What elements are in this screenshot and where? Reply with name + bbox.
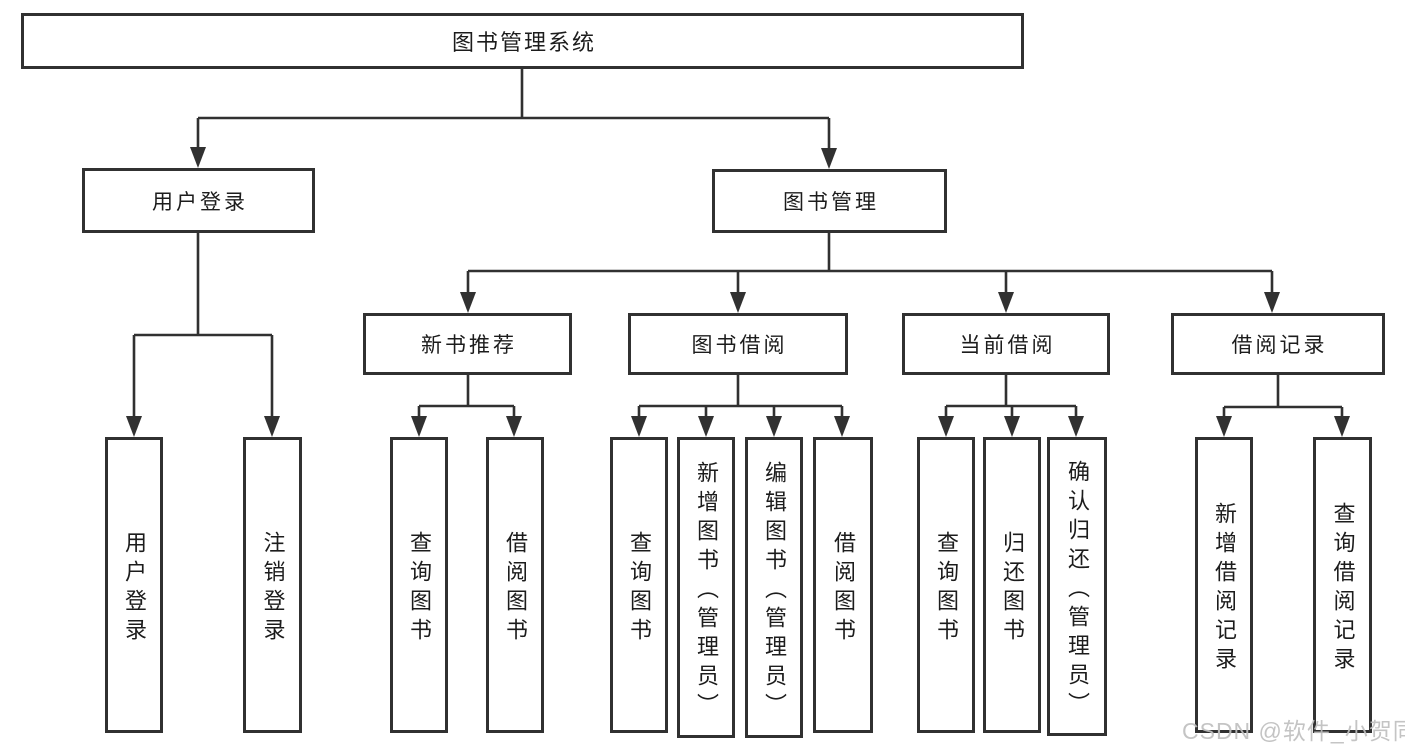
leaf-add-book-admin: 新增图书（管理员） [677, 437, 735, 738]
leaf-edit-book-admin: 编辑图书（管理员） [745, 437, 803, 738]
leaf-query-books-current: 查询图书 [917, 437, 975, 733]
leaf-confirm-return-admin: 确认归还（管理员） [1047, 437, 1107, 736]
leaf-query-books-recommend: 查询图书 [390, 437, 448, 733]
node-new-book-recommendation: 新书推荐 [363, 313, 572, 375]
node-book-management: 图书管理 [712, 169, 947, 233]
watermark: CSDN @软件_小贺同学 [1182, 718, 1405, 744]
node-book-borrowing: 图书借阅 [628, 313, 848, 375]
leaf-return-books: 归还图书 [983, 437, 1041, 733]
leaf-borrow-books-recommend: 借阅图书 [486, 437, 544, 733]
node-user-login: 用户登录 [82, 168, 315, 233]
leaf-query-borrow-record: 查询借阅记录 [1313, 437, 1372, 733]
node-current-borrowing: 当前借阅 [902, 313, 1110, 375]
leaf-borrow-books: 借阅图书 [813, 437, 873, 733]
leaf-add-borrow-record: 新增借阅记录 [1195, 437, 1253, 733]
leaf-logout: 注销登录 [243, 437, 302, 733]
node-borrowing-records: 借阅记录 [1171, 313, 1385, 375]
leaf-query-books-borrow: 查询图书 [610, 437, 668, 733]
leaf-user-login: 用户登录 [105, 437, 163, 733]
node-root: 图书管理系统 [21, 13, 1024, 69]
